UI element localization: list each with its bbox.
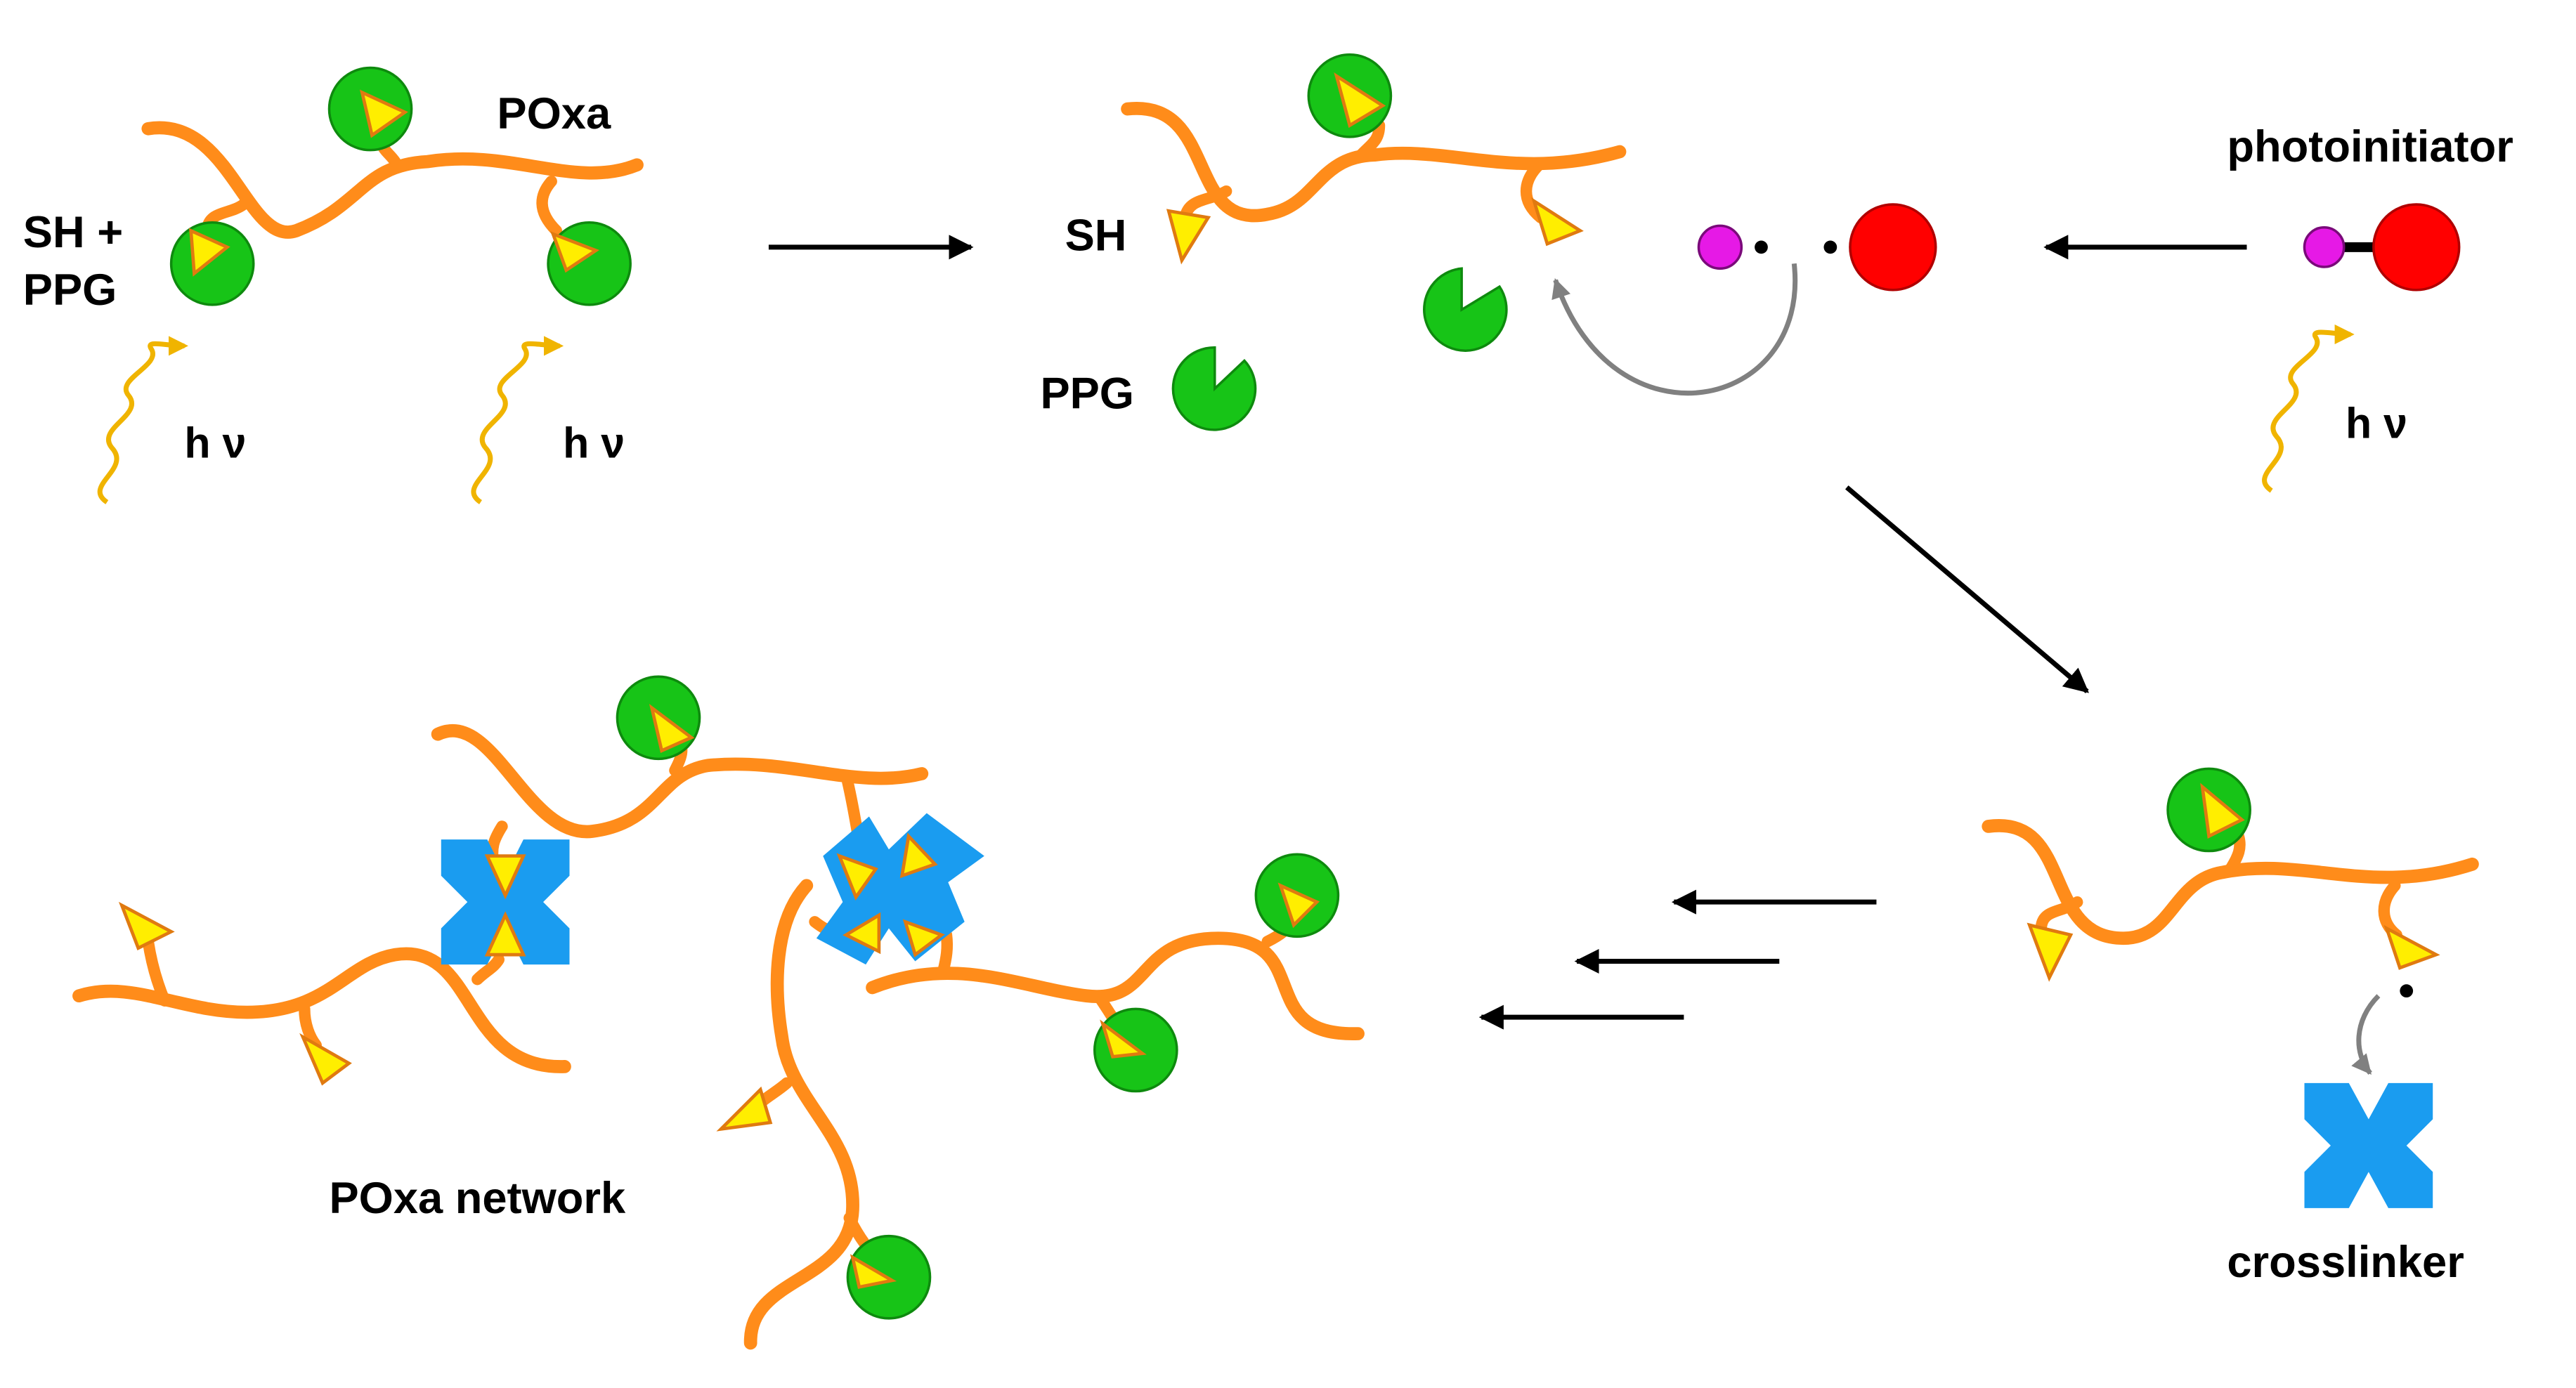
poxa-network: [72, 675, 1365, 1350]
side-chain: [1179, 185, 1232, 223]
thiol-triangle: [1531, 197, 1584, 247]
ppg-disc: [327, 66, 413, 152]
released-ppg-icon: [1171, 346, 1257, 431]
sh-ppg-label-line2: PPG: [23, 266, 117, 315]
ppg-disc: [1254, 853, 1340, 938]
reaction-arrow: [1845, 485, 2089, 694]
crosslinker-label: crosslinker: [2227, 1238, 2464, 1287]
ppg-disc: [169, 221, 255, 306]
thiol-triangle: [2027, 922, 2074, 982]
ppg-disc: [2166, 767, 2251, 853]
ppg-disc: [547, 221, 632, 306]
polymer-backbone: [743, 879, 859, 1350]
side-chain: [536, 175, 562, 237]
radical-dot: [2400, 984, 2414, 998]
ppg-disc: [1093, 1007, 1178, 1093]
crosslinker-icon: [816, 813, 984, 965]
thiol-triangle: [484, 911, 526, 957]
thiol-triangle: [716, 1086, 773, 1132]
thiol-triangle: [899, 832, 938, 879]
poxa-chain-radical: [1982, 767, 2479, 982]
photoinitiator-molecule: [2303, 203, 2461, 292]
sh-ppg-label-line1: SH +: [23, 208, 123, 257]
radical-dot: [1823, 240, 1837, 254]
light-wave-icon: [2262, 324, 2355, 493]
light-wave-icon: [471, 336, 564, 504]
photoinitiator-label: photoinitiator: [2227, 122, 2513, 171]
light-energy-label: h ν: [563, 419, 625, 467]
ppg-disc: [1307, 53, 1393, 138]
thiol-triangle: [484, 854, 526, 900]
abstraction-curved-arrow: [1552, 263, 1798, 396]
ppg-label: PPG: [1040, 369, 1134, 418]
addition-curved-arrow: [2351, 994, 2381, 1075]
poxa-chain-protected: [141, 66, 644, 306]
light-energy-label: h ν: [2346, 400, 2407, 447]
side-chain: [1353, 119, 1386, 163]
polymer-backbone: [1982, 818, 2479, 945]
crosslinker-icon: [441, 839, 570, 965]
poxa-chain-deprotected: [1121, 53, 1627, 265]
radical-dot: [1755, 240, 1768, 254]
thiol-triangle: [902, 919, 945, 958]
thiol-triangle: [836, 853, 878, 901]
radical-fragment-small: [1697, 224, 1743, 270]
side-chain: [937, 929, 954, 977]
polymer-backbone: [866, 931, 1365, 1040]
light-wave-icon: [97, 336, 188, 504]
side-chain: [1520, 159, 1547, 223]
ppg-disc: [846, 1234, 932, 1320]
thiol-triangle: [1166, 209, 1211, 265]
side-chain: [2035, 896, 2083, 936]
thiol-triangle: [299, 1033, 352, 1086]
released-ppg-icon: [1423, 267, 1508, 352]
thiol-triangle: [2383, 924, 2440, 970]
crosslinker-icon: [2304, 1082, 2433, 1208]
side-chain: [471, 953, 505, 986]
thiol-triangle: [118, 901, 175, 951]
side-chain: [142, 936, 171, 1007]
polymer-backbone: [1121, 102, 1627, 223]
poxa-label: POxa: [497, 89, 611, 138]
polymer-backbone: [141, 121, 644, 239]
radical-fragment-large: [1849, 203, 1937, 292]
light-energy-label: h ν: [184, 419, 246, 467]
sh-label: SH: [1065, 211, 1127, 261]
ppg-disc: [616, 675, 701, 761]
polymer-backbone: [431, 724, 929, 839]
thiol-triangle: [843, 912, 881, 955]
poxa-network-label: POxa network: [329, 1174, 626, 1223]
